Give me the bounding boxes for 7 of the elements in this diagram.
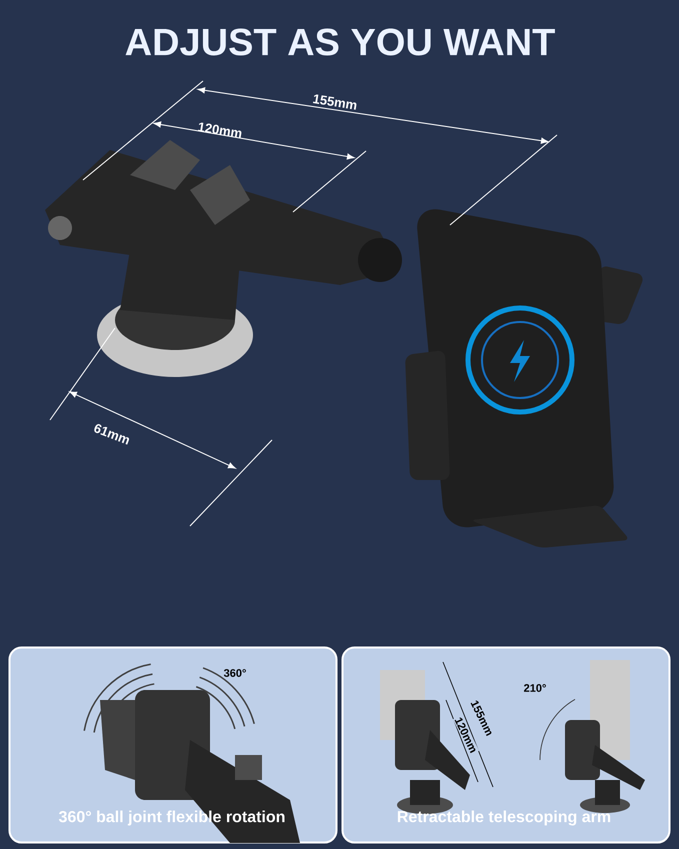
dimension-label: 61mm — [94, 424, 130, 445]
title: ADJUST AS YOU WANT — [126, 28, 555, 56]
dimension-label: 155mm — [312, 94, 356, 110]
panel-caption: Retractable telescoping arm — [398, 810, 610, 826]
dimension-label: 120mm — [198, 122, 242, 138]
angle-label: 210° — [524, 684, 546, 692]
angle-label: 360° — [224, 669, 246, 677]
